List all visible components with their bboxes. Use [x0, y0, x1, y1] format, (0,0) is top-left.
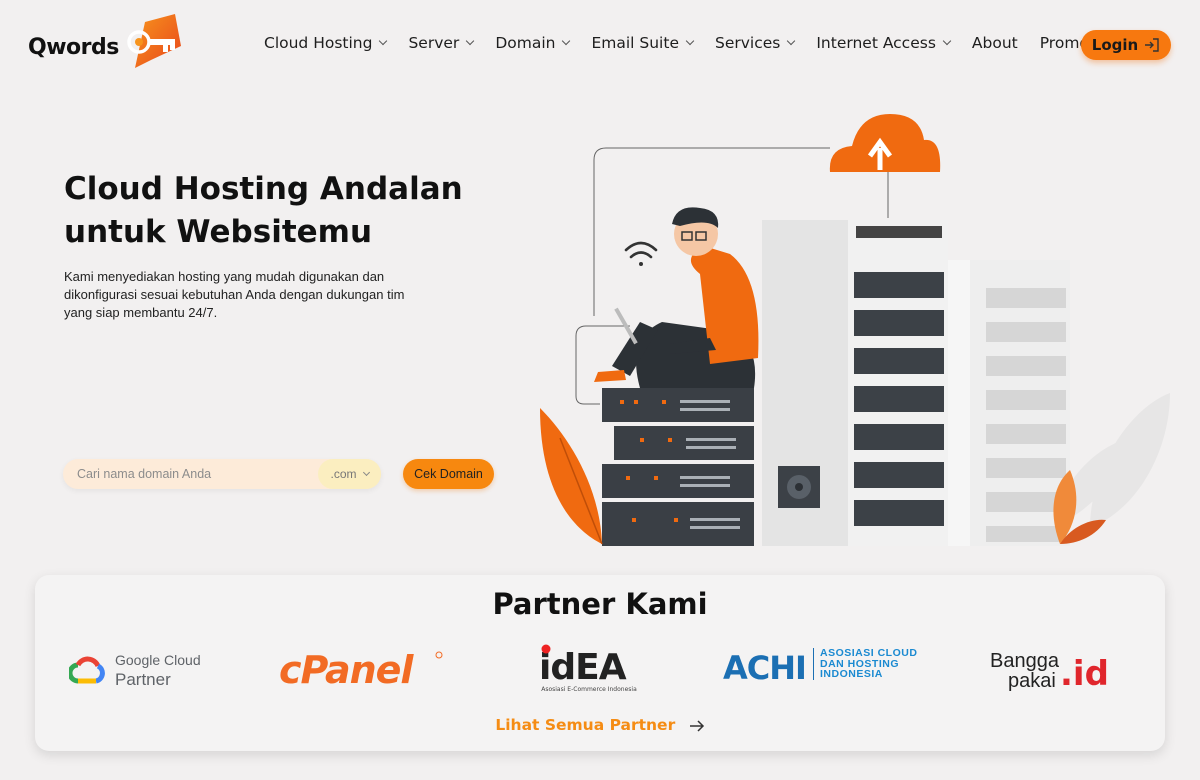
google-cloud-text: Google Cloud Partner [115, 651, 201, 689]
nav-item-about[interactable]: About [972, 34, 1018, 52]
chevron-down-icon [685, 36, 695, 46]
arrow-right-icon [689, 720, 704, 732]
domain-search-input[interactable] [63, 459, 318, 489]
bangga-line2: pakai [1008, 670, 1056, 692]
main-menu: Cloud Hosting Server Domain Email Suite … [264, 34, 1111, 52]
partner-title: Partner Kami [492, 587, 708, 621]
bangga-pakai-id-logo: Bangga pakai .id [990, 647, 1110, 702]
hero-title-line-1: Cloud Hosting Andalan [64, 171, 463, 207]
nav-item-services[interactable]: Services [714, 34, 796, 52]
login-label: Login [1091, 36, 1139, 54]
idea-logo: idEA Asosiasi E-Commerce Indonesia [539, 643, 639, 702]
idea-wordmark: idEA Asosiasi E-Commerce Indonesia [539, 644, 637, 693]
brand-name: Qwords [28, 34, 119, 60]
chevron-down-icon [942, 36, 952, 46]
tld-selected-value: .com [330, 467, 357, 481]
person-with-laptop [594, 207, 759, 388]
chevron-down-icon [466, 36, 475, 46]
nav-item-label: Email Suite [591, 34, 679, 52]
hero-title: Cloud Hosting Andalan untuk Websitemu [64, 168, 484, 254]
cloud-upload-icon [829, 114, 941, 172]
bangga-pakai-wordmark: Bangga pakai .id [990, 650, 1109, 694]
tld-dropdown[interactable]: .com [318, 459, 381, 489]
nav-item-label: Services [714, 34, 781, 52]
achi-logo: ACHI ASOSIASI CLOUD DAN HOSTING INDONESI… [723, 645, 917, 683]
idea-text: idEA [539, 647, 627, 688]
cpanel-wordmark: cPanel [279, 648, 443, 692]
chevron-down-icon [362, 468, 370, 477]
hero-title-line-2: untuk Websitemu [64, 214, 373, 250]
server-rack-back [948, 260, 1070, 546]
nav-item-label: Domain [495, 34, 556, 52]
server-stack-front [602, 388, 754, 546]
chevron-down-icon [787, 36, 796, 46]
achi-sub-line3: INDONESIA [820, 668, 883, 681]
nav-item-promo[interactable]: Promo [1040, 34, 1089, 52]
achi-sub-line2: DAN HOSTING [820, 657, 899, 670]
qwords-key-icon [127, 14, 181, 68]
nav-item-label: About [971, 34, 1018, 52]
nav-item-cloud-hosting[interactable]: Cloud Hosting [264, 34, 388, 52]
wifi-icon [624, 241, 658, 266]
hero-illustration [540, 114, 1170, 546]
nav-item-label: Cloud Hosting [264, 34, 373, 52]
nav-item-domain[interactable]: Domain [495, 34, 571, 52]
achi-subtext: ASOSIASI CLOUD DAN HOSTING INDONESIA [813, 648, 917, 680]
cpanel-text: cPanel [279, 648, 414, 692]
achi-sub-line1: ASOSIASI CLOUD [820, 647, 918, 660]
domain-search-box: .com [63, 459, 381, 489]
nav-item-email-suite[interactable]: Email Suite [591, 34, 695, 52]
check-domain-button[interactable]: Cek Domain [403, 459, 494, 489]
bangga-suffix: .id [1060, 654, 1109, 694]
partner-section: Partner Kami Google Cloud Partner cPanel… [35, 575, 1165, 751]
achi-text: ACHI [723, 649, 805, 683]
cpanel-logo: cPanel [277, 643, 447, 698]
top-navbar: Qwords Cloud Hosting Server Domain Email… [0, 0, 1200, 90]
see-all-partners-label: Lihat Semua Partner [495, 716, 676, 734]
login-arrow-icon [1145, 38, 1159, 52]
nav-item-label: Server [408, 34, 460, 52]
login-button[interactable]: Login [1081, 30, 1171, 60]
chevron-down-icon [562, 36, 571, 46]
nav-item-label: Promo [1039, 34, 1089, 52]
google-cloud-line2: Partner [115, 670, 171, 689]
google-cloud-line1: Google Cloud [115, 652, 201, 668]
nav-item-server[interactable]: Server [408, 34, 475, 52]
see-all-partners-link[interactable]: Lihat Semua Partner [35, 716, 1165, 734]
server-rack-main [762, 220, 948, 546]
bangga-line1: Bangga [990, 650, 1060, 672]
hero-description: Kami menyediakan hosting yang mudah digu… [64, 269, 405, 320]
achi-wordmark: ACHI [723, 649, 805, 683]
nav-item-internet-access[interactable]: Internet Access [816, 34, 952, 52]
chevron-down-icon [379, 36, 388, 46]
brand-logo[interactable]: Qwords [28, 12, 185, 74]
google-cloud-icon [69, 656, 105, 684]
idea-subtext: Asosiasi E-Commerce Indonesia [541, 686, 637, 693]
nav-item-label: Internet Access [816, 34, 936, 52]
google-cloud-partner-logo: Google Cloud Partner [69, 651, 201, 689]
orange-leaf-decoration [540, 408, 1106, 545]
